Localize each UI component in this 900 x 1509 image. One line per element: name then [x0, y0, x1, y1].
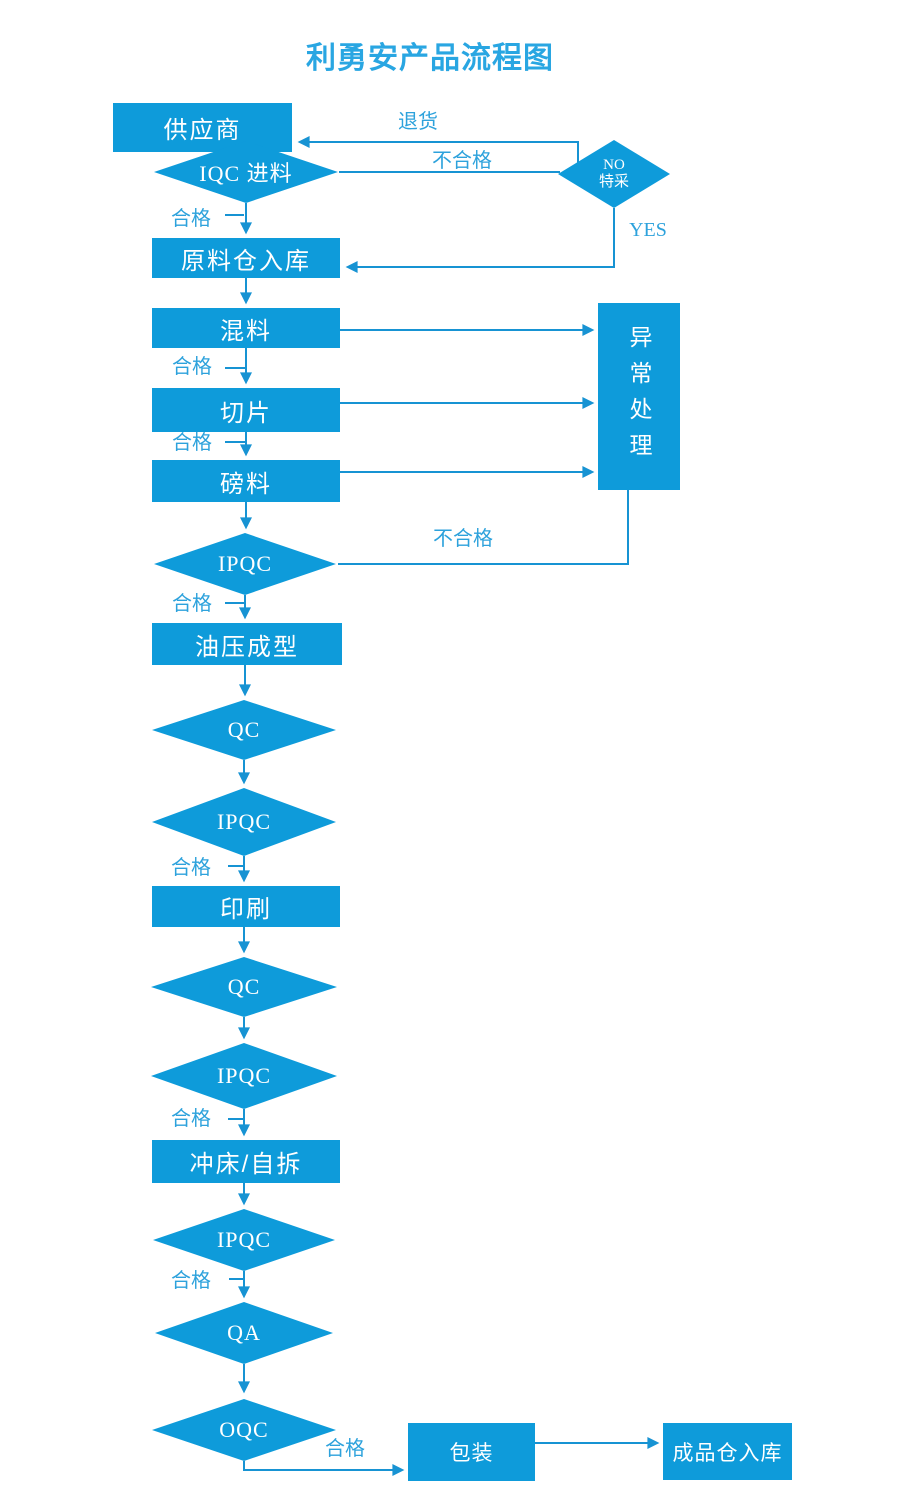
- node-punching: 冲床/自拆: [152, 1140, 340, 1183]
- special-acceptance-line1: NO: [603, 157, 625, 173]
- label-qualified-iqc: 合格: [171, 208, 211, 230]
- label-qualified-ipqc2: 合格: [171, 857, 211, 879]
- node-weighing: 磅料: [152, 460, 340, 502]
- label-qualified-slicing: 合格: [172, 432, 212, 454]
- node-slicing: 切片: [152, 388, 340, 432]
- node-mixing: 混料: [152, 308, 340, 348]
- edge-yes-to-warehouse: [345, 208, 615, 273]
- label-qualified-ipqc4: 合格: [171, 1270, 211, 1292]
- node-raw-material-warehouse: 原料仓入库: [152, 238, 340, 278]
- edge-oqc-to-packing: [243, 1461, 405, 1476]
- special-acceptance-line2: 特采: [598, 174, 629, 190]
- node-printing: 印刷: [152, 886, 340, 927]
- edge-return-goods: [297, 136, 579, 164]
- node-hydraulic-molding: 油压成型: [152, 623, 342, 665]
- node-packing: 包装: [408, 1423, 535, 1481]
- label-qualified-ipqc1: 合格: [172, 593, 212, 615]
- label-yes: YES: [629, 219, 667, 241]
- node-supplier: 供应商: [113, 103, 292, 152]
- node-exception-handling: 异常处理: [598, 303, 680, 490]
- page-title: 利勇安产品流程图: [306, 42, 554, 75]
- label-unqualified-top: 不合格: [432, 150, 492, 172]
- label-qualified-oqc: 合格: [325, 1438, 365, 1460]
- label-qualified-mixing: 合格: [172, 356, 212, 378]
- edge-exception-return-unqualified: [338, 490, 629, 565]
- label-return-goods: 退货: [398, 111, 438, 133]
- label-qualified-ipqc3: 合格: [171, 1108, 211, 1130]
- node-finished-goods-warehouse: 成品仓入库: [663, 1423, 792, 1480]
- label-unqualified-ipqc1: 不合格: [433, 528, 493, 550]
